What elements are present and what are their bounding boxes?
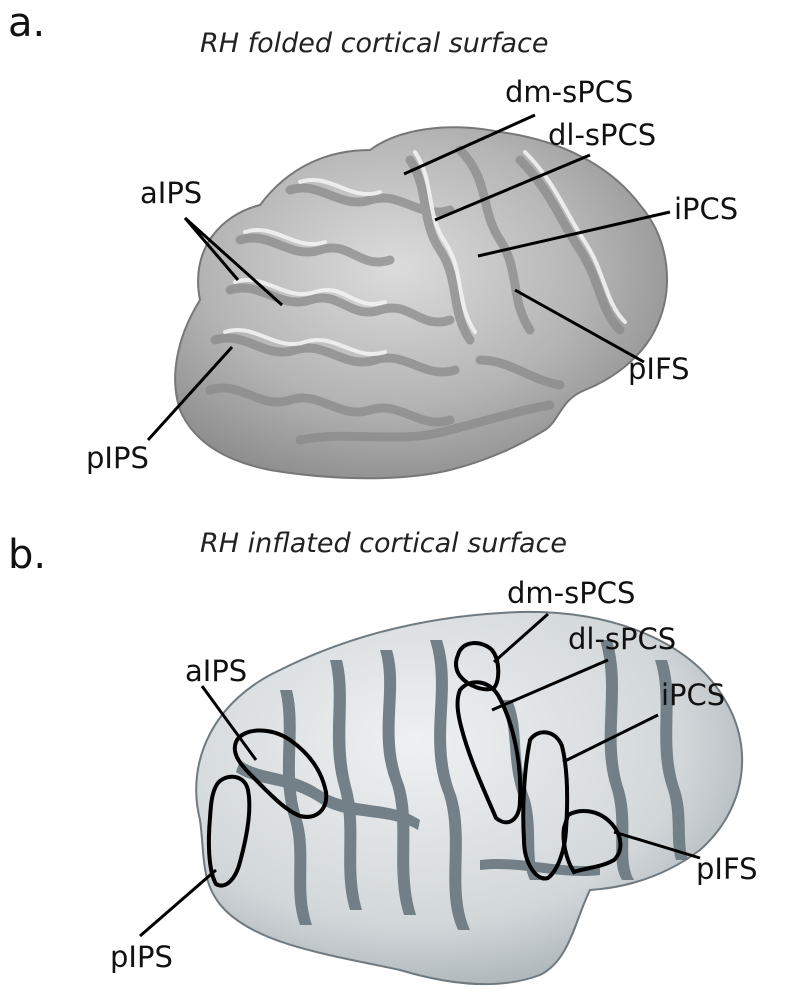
label-b-dl-sPCS: dl-sPCS: [568, 622, 676, 656]
label-b-iPCS: iPCS: [661, 678, 725, 712]
label-b-aIPS: aIPS: [185, 654, 247, 688]
label-a-dm-sPCS: dm-sPCS: [505, 75, 633, 109]
panel-b-title: RH inflated cortical surface: [200, 528, 567, 559]
label-b-pIFS: pIFS: [696, 852, 758, 886]
inflated-brain: [196, 612, 742, 984]
label-a-pIFS: pIFS: [628, 352, 690, 386]
label-a-pIPS: pIPS: [86, 441, 149, 475]
label-b-pIPS: pIPS: [110, 940, 173, 974]
label-a-iPCS: iPCS: [674, 192, 738, 226]
label-b-dm-sPCS: dm-sPCS: [507, 576, 635, 610]
label-a-dl-sPCS: dl-sPCS: [548, 118, 656, 152]
folded-brain: [175, 127, 667, 478]
label-a-aIPS: aIPS: [140, 176, 202, 210]
panel-b-letter: b.: [8, 532, 46, 578]
leader-b-pIPS: [140, 870, 216, 936]
